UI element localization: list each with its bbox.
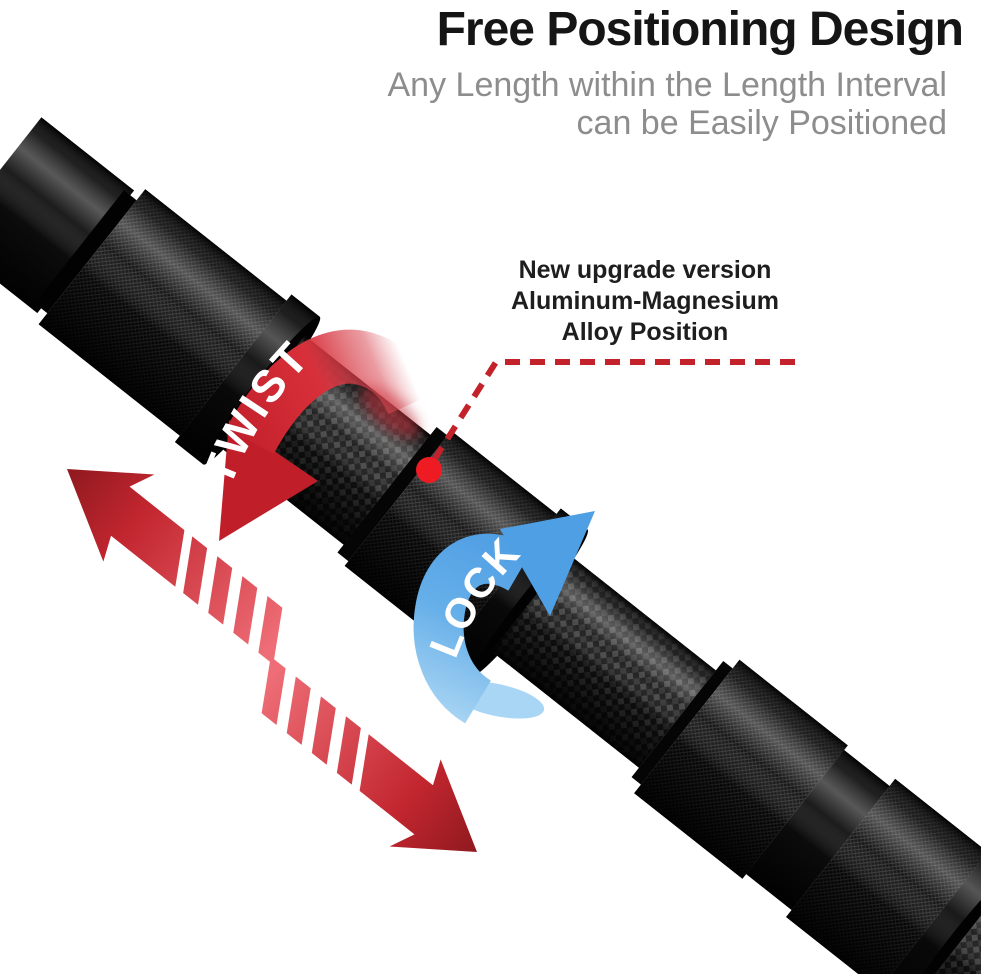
- twist-ribbon-band: [226, 329, 438, 455]
- annotation-line-2: Aluminum-Magnesium: [510, 287, 780, 315]
- position-dot: [416, 457, 442, 483]
- lip-ring-mid: [337, 426, 448, 562]
- monopod-pole: [0, 117, 981, 974]
- lock-arrowhead: [500, 511, 595, 616]
- twist-lock-collar: [344, 430, 557, 649]
- annotation-line-3: Alloy Position: [561, 318, 729, 346]
- lock-ribbon-band: [413, 533, 534, 724]
- pole-cap-ridge: [34, 190, 137, 314]
- annotation-callout: New upgrade version Aluminum-Magnesium A…: [483, 255, 807, 348]
- subtitle: Any Length within the Length Interval ca…: [388, 66, 948, 142]
- knurled-collar-top: [38, 189, 287, 436]
- gloss-ring-lower: [746, 750, 890, 910]
- subtitle-line-1: Any Length within the Length Interval: [387, 66, 948, 104]
- twist-arrowhead: [219, 420, 318, 541]
- knurled-collar-lower: [634, 659, 848, 879]
- subtitle-line-2: can be Easily Positioned: [576, 104, 947, 142]
- page-title: Free Positioning Design: [436, 3, 964, 56]
- leader-line: [426, 359, 795, 470]
- pole-end-cap: [0, 117, 135, 313]
- lip-ring-lower: [631, 660, 733, 785]
- knurled-collar-bottom: [786, 778, 981, 974]
- annotation-line-1: New upgrade version: [518, 256, 772, 284]
- carbon-tube-bottom: [912, 882, 981, 974]
